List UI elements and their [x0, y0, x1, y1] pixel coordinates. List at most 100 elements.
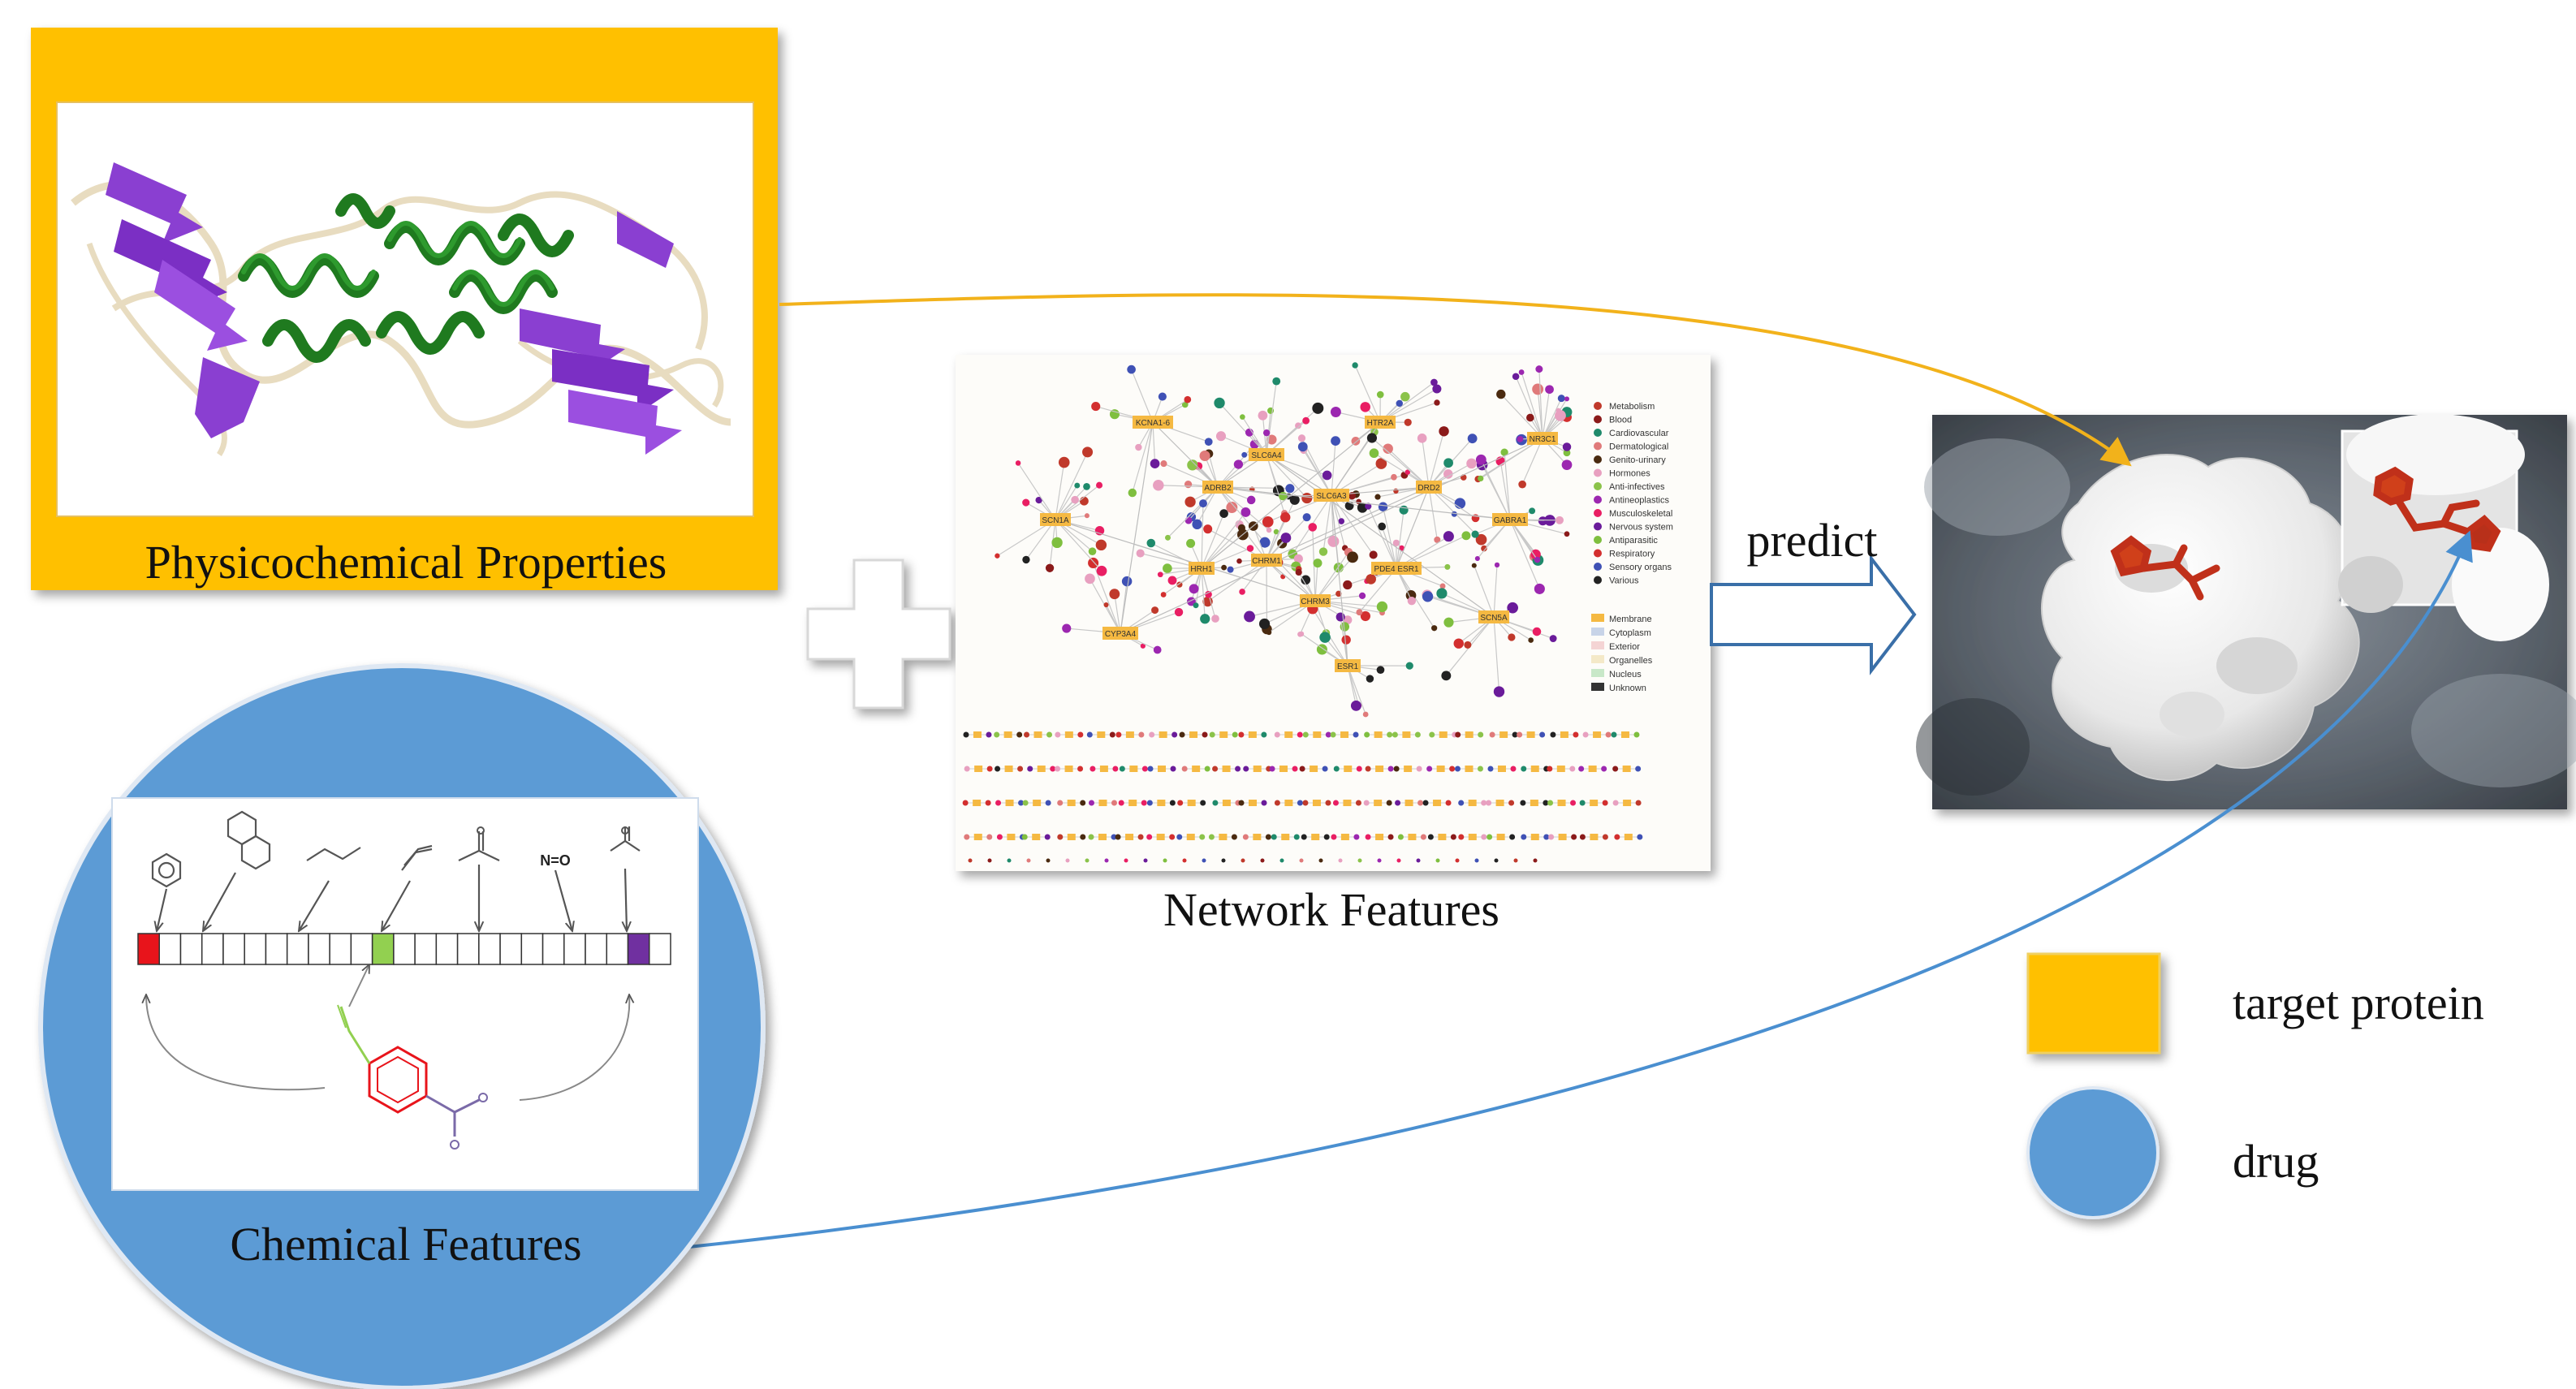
network-node — [1635, 800, 1642, 806]
network-node — [1084, 513, 1090, 519]
network-node — [1136, 549, 1145, 558]
network-node — [1487, 766, 1494, 772]
network-node — [1422, 800, 1429, 806]
network-node — [1109, 589, 1120, 600]
network-gene-box — [1156, 834, 1165, 840]
network-edge — [1323, 494, 1332, 552]
network-node — [1202, 731, 1208, 738]
network-node — [1327, 535, 1340, 547]
network-node — [1238, 731, 1245, 738]
network-node — [1096, 481, 1103, 489]
network-node — [1279, 858, 1284, 863]
network-edge — [1314, 556, 1353, 602]
network-node — [1204, 438, 1213, 446]
network-node — [1343, 580, 1353, 590]
network-node — [1057, 834, 1064, 840]
network-node — [1077, 766, 1084, 772]
network-gene-box — [1248, 731, 1257, 738]
network-panel: KCNA1-6ADRB2SLC6A4SLC6A3HTR2ADRD2CHRM1HR… — [956, 355, 1711, 936]
network-node — [1146, 800, 1153, 806]
network-gene-box — [1007, 834, 1016, 840]
network-node — [1494, 858, 1499, 863]
network-gene-box — [1202, 481, 1233, 494]
network-node — [1280, 512, 1291, 523]
network-node — [1322, 470, 1332, 481]
network-legend-dot — [1594, 455, 1602, 464]
network-node — [1405, 662, 1413, 670]
network-edge — [1114, 593, 1121, 634]
network-node — [1430, 378, 1438, 386]
network-node — [1507, 602, 1518, 614]
network-legend-dot — [1594, 576, 1602, 585]
network-node — [1449, 766, 1456, 772]
network-node — [1443, 531, 1454, 542]
network-gene-box — [1622, 766, 1631, 772]
network-edge — [1201, 513, 1225, 569]
network-node — [1549, 635, 1557, 643]
network-node — [1318, 547, 1328, 556]
network-edge — [1055, 451, 1089, 520]
network-node — [1439, 583, 1446, 589]
network-node — [1022, 555, 1030, 564]
network-gene-box — [1314, 489, 1349, 502]
network-gene-box — [1374, 800, 1383, 806]
network-node — [1357, 503, 1368, 513]
network-gene-box — [1340, 731, 1349, 738]
network-node — [1212, 766, 1219, 772]
network-node — [1534, 556, 1541, 563]
network-node — [1258, 410, 1268, 421]
network-node — [986, 731, 992, 738]
network-legend-dot — [1594, 402, 1602, 410]
network-node — [1426, 766, 1433, 772]
network-node — [1429, 731, 1435, 738]
network-gene-box — [1311, 834, 1320, 840]
network-node — [1157, 572, 1163, 578]
network-node — [1319, 632, 1331, 643]
network-gene-box — [1128, 800, 1137, 806]
network-edge — [1382, 507, 1397, 569]
network-node — [1088, 557, 1099, 569]
network-edge — [1017, 463, 1056, 520]
network-gene-box — [1374, 731, 1383, 738]
network-gene-box — [1133, 416, 1173, 429]
network-node — [1601, 766, 1607, 772]
network-node — [1455, 731, 1461, 738]
network-node — [1474, 858, 1479, 863]
network-node — [1221, 858, 1226, 863]
network-node — [1374, 494, 1381, 500]
fingerprint-cell — [542, 933, 565, 965]
network-node — [1193, 602, 1199, 609]
network-node — [987, 858, 992, 863]
network-node — [1364, 731, 1370, 738]
network-node — [1331, 834, 1337, 840]
network-gene-box — [1098, 834, 1107, 840]
network-node — [1151, 606, 1159, 615]
network-edge — [1207, 559, 1267, 602]
network-edge — [1314, 551, 1349, 602]
network-gene-box — [1465, 731, 1474, 738]
network-node — [1637, 834, 1643, 840]
network-node — [1140, 643, 1146, 649]
network-node — [1015, 460, 1021, 466]
network-gene-box — [1281, 834, 1290, 840]
network-edge — [1217, 486, 1266, 543]
network-node — [1184, 395, 1192, 403]
network-node — [1338, 518, 1345, 524]
network-node — [1443, 458, 1453, 468]
network-features-label: Network Features — [1163, 883, 1499, 936]
network-node — [1227, 566, 1234, 573]
network-node — [1150, 459, 1160, 468]
fingerprint-cell — [393, 933, 416, 965]
network-node — [1103, 602, 1109, 608]
network-node — [1571, 834, 1577, 840]
network-gene-box — [1158, 766, 1167, 772]
network-node — [986, 834, 993, 840]
network-node — [1444, 563, 1451, 570]
network-legend-dot — [1594, 563, 1602, 571]
network-node — [1512, 373, 1520, 381]
network-legend-location: Membrane — [1609, 615, 1652, 624]
network-node — [1427, 834, 1434, 840]
network-node — [1358, 592, 1366, 599]
network-node — [1366, 675, 1374, 683]
network-edge — [1120, 438, 1543, 634]
